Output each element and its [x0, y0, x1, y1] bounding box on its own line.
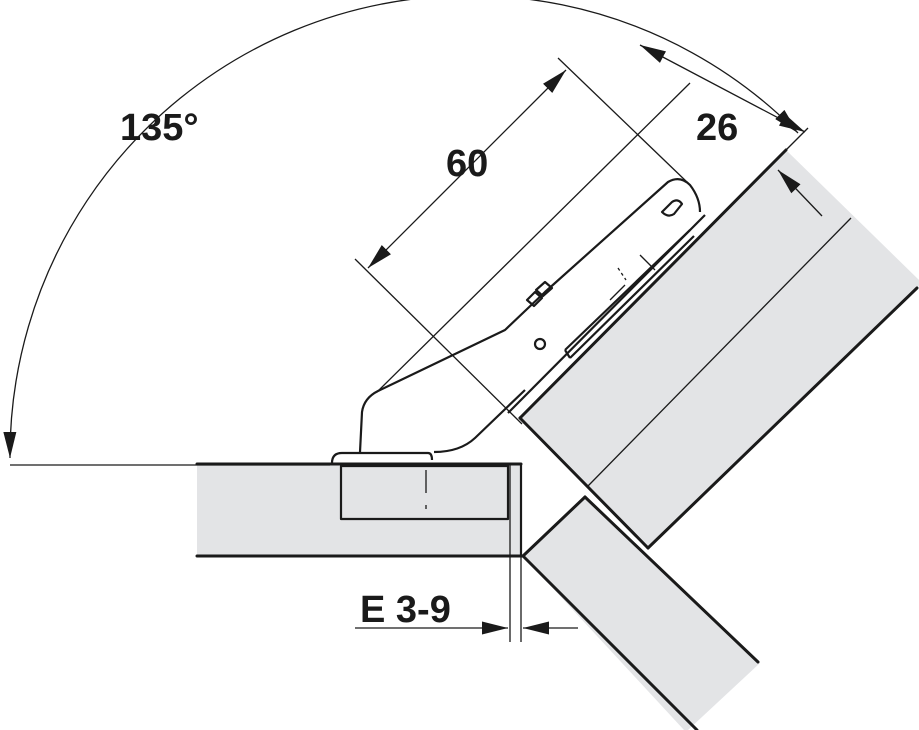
arm-length-label: 60 [446, 143, 488, 185]
cabinet-side-panel [195, 462, 525, 558]
door-offset-label: 26 [696, 107, 738, 149]
hinge-cup [339, 464, 510, 521]
door-offset-dimension: 26 [376, 44, 823, 393]
opening-angle-dimension: 135° [3, 0, 799, 466]
opening-angle-label: 135° [120, 107, 199, 149]
arm-length-dimension: 60 [354, 57, 689, 425]
cabinet-angled-panel [521, 495, 760, 730]
overlay-label: E 3-9 [360, 589, 451, 631]
overlay-dimension: E 3-9 [355, 464, 578, 642]
